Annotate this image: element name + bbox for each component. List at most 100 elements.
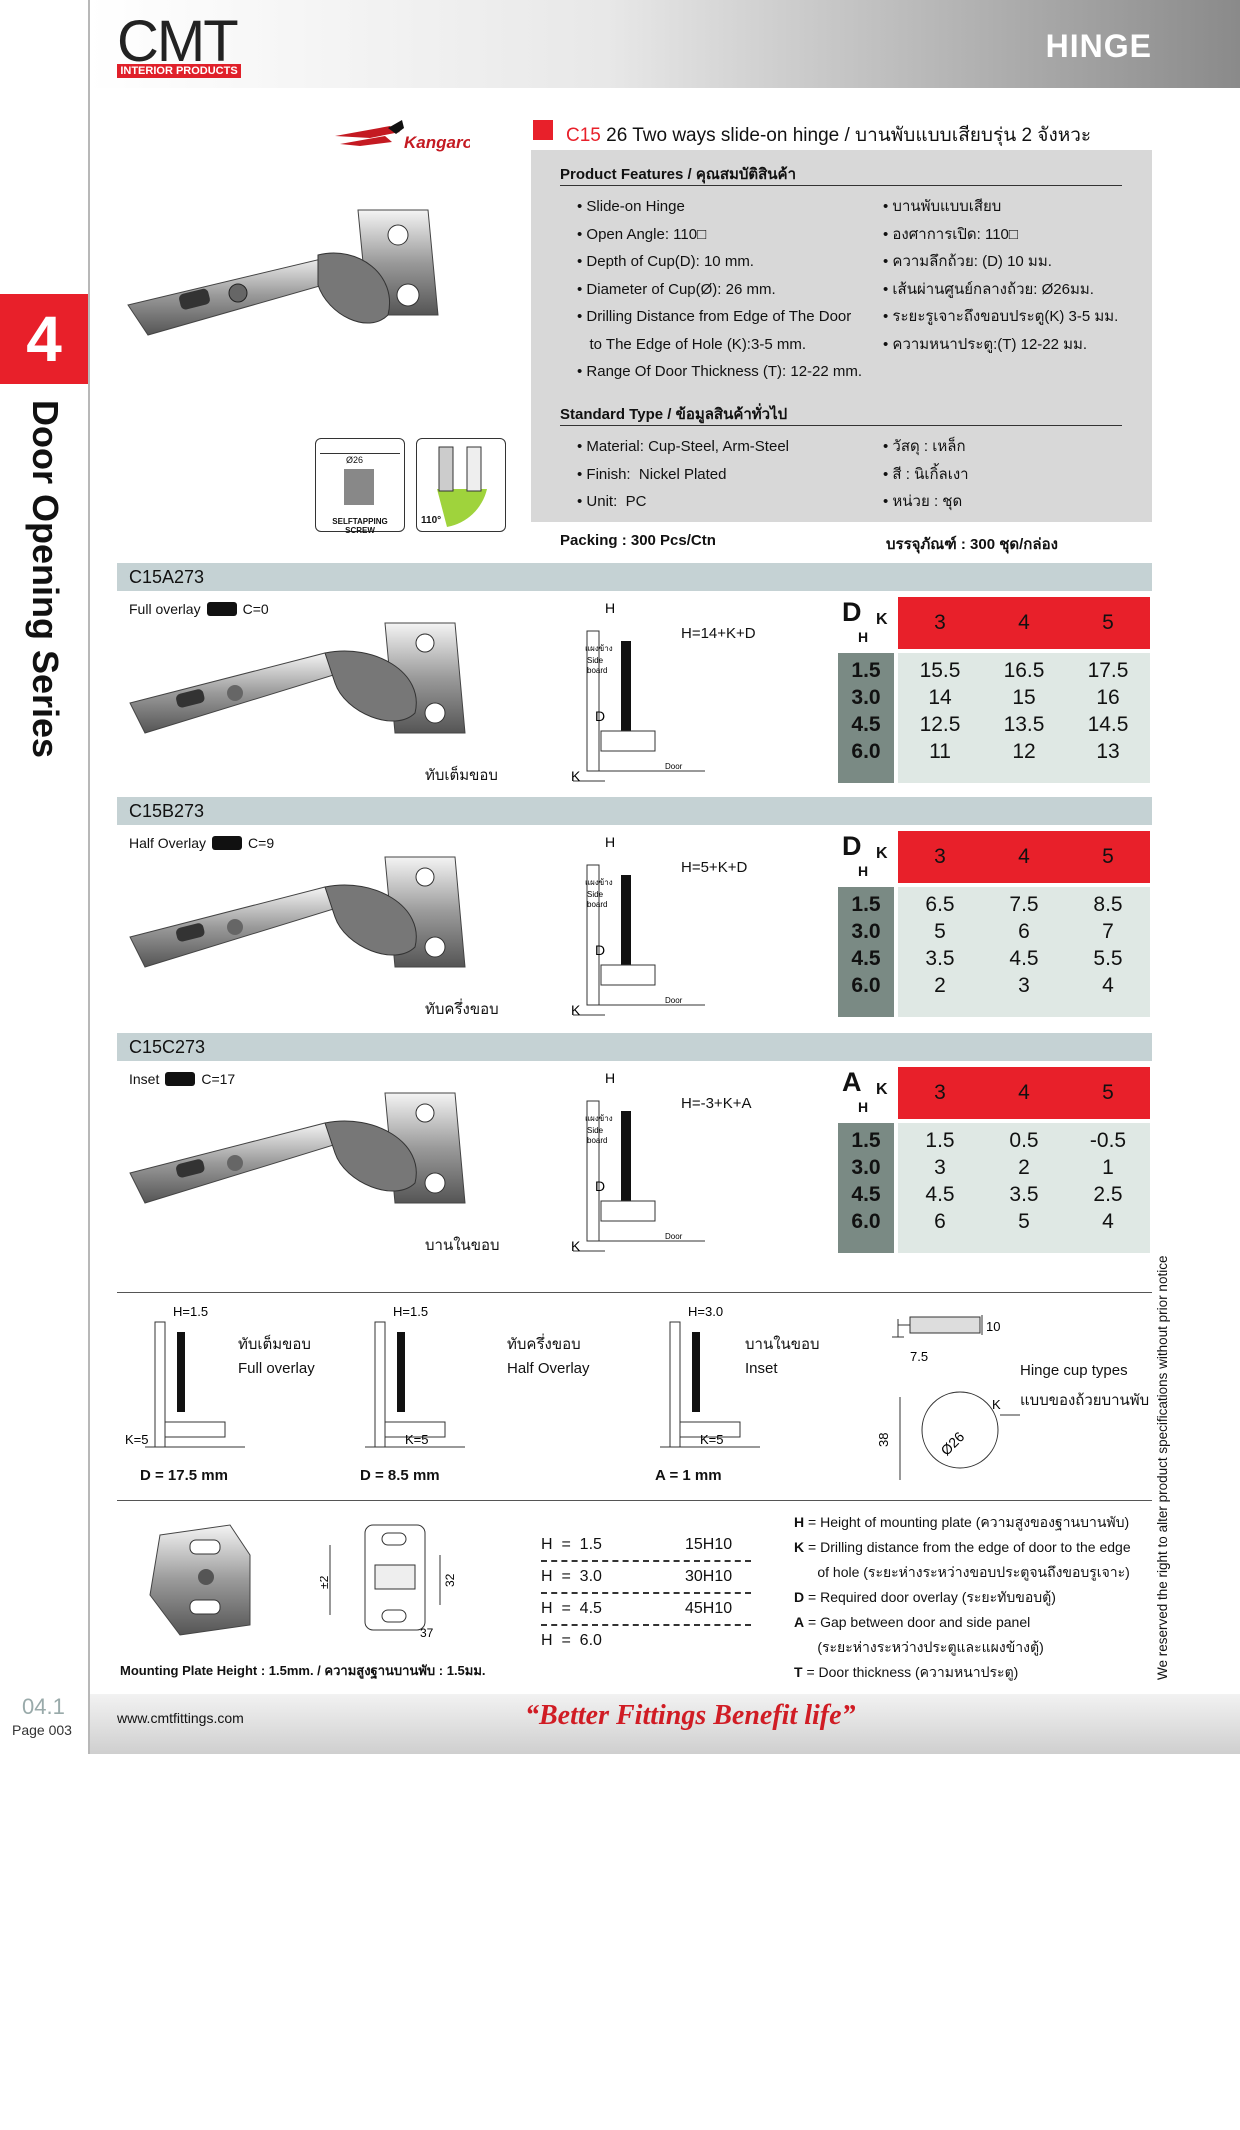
table-cell: 6.5 [925,893,955,916]
table-h-value: 1.5 [851,1129,881,1152]
legend-row: H = Height of mounting plate (ความสูงของ… [794,1510,1131,1535]
table-cell: 14 [928,686,952,709]
kangaroo-logo-text: Kangaroo [404,133,470,152]
cup-dim-38: 38 [876,1433,891,1447]
legend-text: = Height of mounting plate (ความสูงของฐา… [804,1514,1130,1530]
overlay-icon [206,602,237,616]
features-th-list: • บานพับแบบเสียบ• องศาการเปิด: 110□• ควา… [883,193,1118,358]
plate-code: 15H10 [685,1536,733,1553]
list-item: • หน่วย : ชุด [883,493,963,510]
example-label-th: บานในขอบ [745,1336,820,1353]
table-cell: 1 [1102,1156,1114,1179]
table-cell: 8.5 [1093,893,1123,916]
formula: H=5+K+D [681,859,748,876]
list-item: • ความลึกถ้วย: (D) 10 มม. [883,253,1052,270]
overlay-c-value: C=9 [248,835,275,851]
table-h-value: 4.5 [851,947,881,970]
list-item: • Slide-on Hinge [577,198,685,215]
legend-key: H [794,1514,805,1530]
page-footer [90,1694,1240,1754]
brand-logo: CMT [117,9,239,74]
cup-label-th: แบบของถ้วยบานพับ [1020,1392,1150,1409]
example-drawing: H=3.0K=5 [660,1304,760,1448]
left-margin-rule [88,0,90,1754]
plate-table-dash [541,1624,751,1626]
legend-row: T = Door thickness (ความหนาประตู) [794,1660,1131,1685]
plate-dim-b: 32 [443,1573,457,1587]
packing-th: บรรจุภัณฑ์ : 300 ชุด/กล่อง [886,536,1058,553]
legend-row: (ระยะห่างระหว่างประตูและแผงข้างตู้) [794,1635,1131,1660]
table-header [898,597,1150,649]
example-result: A = 1 mm [655,1467,722,1484]
variant-thai-label: ทับเต็มขอบ [425,767,498,784]
table-body [898,653,1150,783]
table-cell: 4 [1102,1210,1114,1233]
table-h-value: 4.5 [851,1183,881,1206]
table-cell: 17.5 [1087,659,1129,682]
variant-hinge-photo [129,856,466,968]
plate-code: 30H10 [685,1568,733,1585]
feature-panel [531,150,1152,522]
features-rule [560,185,1122,186]
plate-code: 45H10 [685,1600,733,1617]
example-h: H=1.5 [173,1304,208,1319]
table-corner-letter: D [842,831,862,861]
table-k-header: 3 [934,845,946,868]
table-cell: 5.5 [1093,947,1123,970]
variant-hinge-photo [129,622,466,734]
list-item: • สี : นิเกิ้ลเงา [883,465,969,483]
footer-url[interactable]: www.cmtfittings.com [117,1710,244,1726]
list-item: • องศาการเปิด: 110□ [883,225,1018,243]
overlay-type: Inset [129,1071,160,1087]
list-item: • Material: Cup-Steel, Arm-Steel [577,438,789,455]
mounting-plate-photo [149,1524,251,1636]
list-item: • เส้นผ่านศูนย์กลางถ้วย: Ø26มม. [883,280,1094,298]
example-label-en: Inset [745,1360,778,1377]
table-corner-letter: D [842,597,862,627]
list-item: • Open Angle: 110□ [577,225,707,243]
table-header [898,1067,1150,1119]
table-k-header: 4 [1018,611,1030,634]
table-cell: 4 [1102,974,1114,997]
legend-row: A = Gap between door and side panel [794,1610,1131,1635]
example-result: D = 17.5 mm [140,1467,228,1484]
example-h: H=3.0 [688,1304,723,1319]
legend-row: K = Drilling distance from the edge of d… [794,1535,1131,1560]
table-h-value: 6.0 [851,1210,881,1233]
table-k-header: 5 [1102,1081,1114,1104]
table-k-header: 5 [1102,845,1114,868]
example-label-th: ทับเต็มขอบ [238,1336,311,1353]
plate-h-value: H = 4.5 [541,1600,602,1617]
table-cell: -0.5 [1089,1129,1127,1152]
table-cell: 15.5 [919,659,961,682]
example-k: K=5 [405,1432,429,1447]
table-h-value: 1.5 [851,659,881,682]
drawing-label: K [571,768,581,784]
legend-key: D [794,1589,805,1605]
cup-dim-10: 10 [986,1319,1000,1334]
drawing-label: Door [665,762,683,771]
table-h-value: 6.0 [851,740,881,763]
example-h: H=1.5 [393,1304,428,1319]
table-cell: 12 [1012,740,1036,763]
list-item: • Range Of Door Thickness (T): 12-22 mm. [577,363,863,380]
mounting-plate-caption: Mounting Plate Height : 1.5mm. / ความสูง… [120,1663,486,1678]
table-corner-k: K [876,845,888,862]
section-number: 4 [0,294,88,384]
angle-label: 110° [421,515,442,526]
table-corner-letter: A [842,1067,862,1097]
plate-h-value: H = 1.5 [541,1536,602,1553]
table-h-value: 4.5 [851,713,881,736]
legend-text: = Door thickness (ความหนาประตู) [802,1664,1019,1680]
table-cell: 4.5 [925,1183,955,1206]
drawing-label: D [595,708,605,724]
brand-subtitle: INTERIOR PRODUCTS [117,64,241,78]
table-h-value: 3.0 [851,686,881,709]
